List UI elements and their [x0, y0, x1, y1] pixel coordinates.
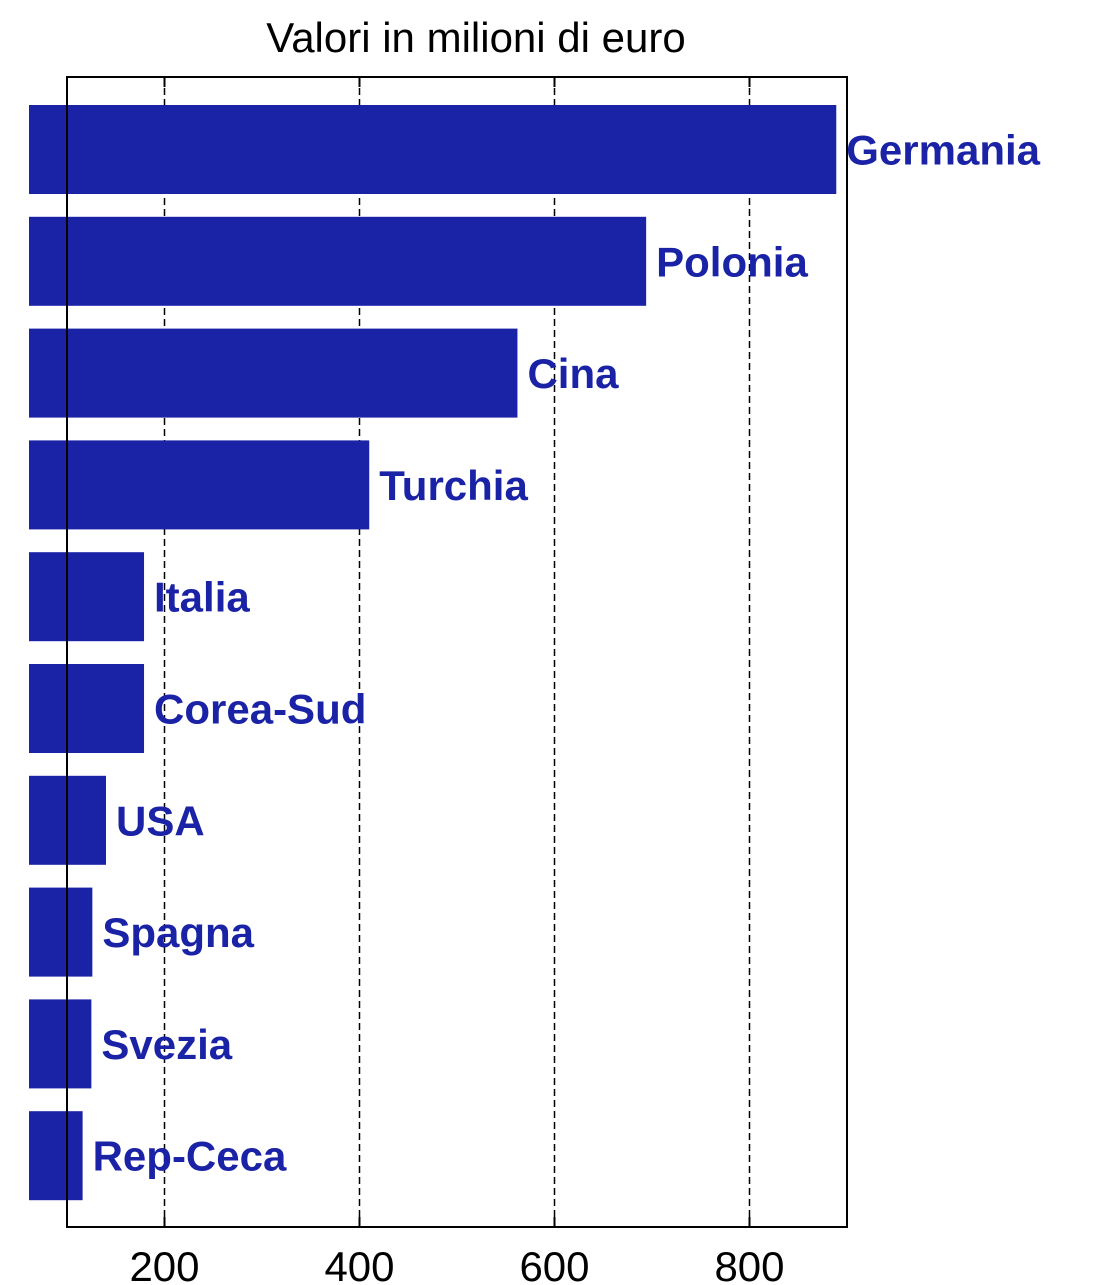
- x-tick-label: 800: [714, 1243, 784, 1285]
- x-tick-label: 600: [519, 1243, 589, 1285]
- chart-title: Valori in milioni di euro: [266, 14, 685, 61]
- bar: [29, 1111, 83, 1201]
- bar-label: Germania: [846, 127, 1040, 174]
- bar: [29, 440, 370, 530]
- bar-labels: GermaniaPoloniaCinaTurchiaItaliaCorea-Su…: [93, 127, 1041, 1180]
- x-tick-label: 200: [129, 1243, 199, 1285]
- bar: [29, 664, 145, 753]
- bar-label: Rep-Ceca: [93, 1133, 287, 1180]
- bar: [29, 328, 518, 418]
- bars: [29, 105, 837, 1201]
- bar-label: Spagna: [102, 909, 254, 956]
- bar-label: USA: [116, 797, 205, 844]
- x-axis-ticks: 200 400 600 800: [129, 77, 785, 1285]
- bar-label: Corea-Sud: [154, 686, 366, 733]
- bar: [29, 552, 145, 642]
- bar-label: Cina: [527, 350, 619, 397]
- bar-label: Polonia: [656, 238, 808, 285]
- bar: [29, 105, 837, 194]
- bar-label: Italia: [154, 574, 250, 621]
- bar-label: Turchia: [379, 462, 528, 509]
- plot-frame: [66, 76, 848, 1228]
- bar-label: Svezia: [101, 1021, 232, 1068]
- x-tick-label: 400: [324, 1243, 394, 1285]
- bar: [29, 887, 93, 977]
- bar: [29, 999, 92, 1089]
- bar: [29, 216, 647, 306]
